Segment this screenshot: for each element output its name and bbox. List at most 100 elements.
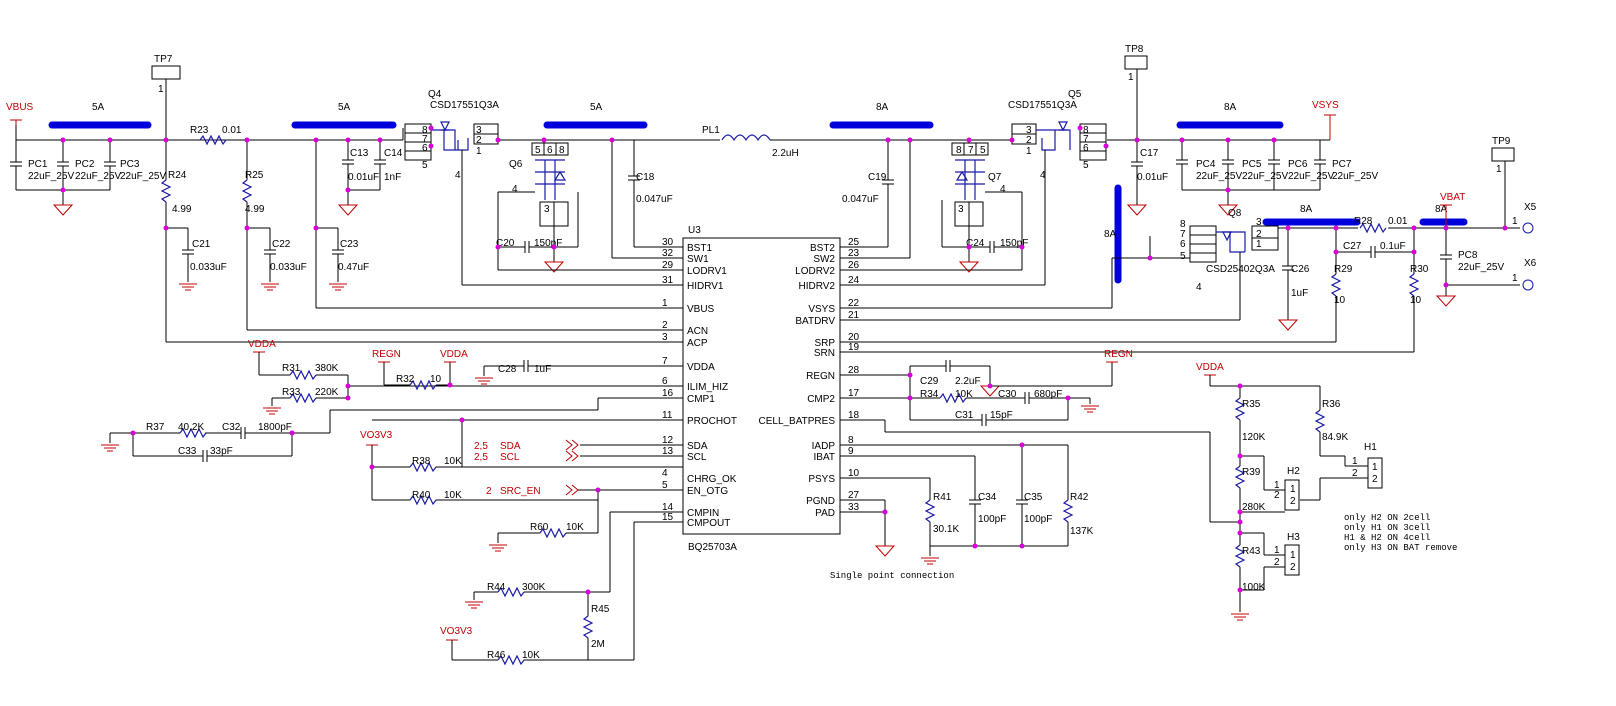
- svg-text:REGN: REGN: [1104, 349, 1133, 360]
- svg-text:R30: R30: [1410, 264, 1429, 275]
- svg-text:150pF: 150pF: [534, 238, 562, 249]
- svg-text:100pF: 100pF: [978, 514, 1006, 525]
- svg-text:1: 1: [1274, 545, 1280, 556]
- svg-text:4: 4: [1040, 170, 1046, 181]
- ic-pin-name: EN_OTG: [687, 486, 728, 497]
- svg-text:SRC_EN: SRC_EN: [500, 486, 541, 497]
- svg-text:150pF: 150pF: [1000, 238, 1028, 249]
- inductor-pl1: PL1 2.2uH: [702, 125, 799, 159]
- svg-text:H2: H2: [1287, 466, 1300, 477]
- svg-text:2,5: 2,5: [474, 441, 488, 452]
- svg-text:Q6: Q6: [509, 159, 523, 170]
- svg-text:0.01: 0.01: [1388, 216, 1408, 227]
- svg-text:R60: R60: [530, 522, 549, 533]
- svg-text:TP7: TP7: [154, 54, 173, 65]
- current-label-3: 5A: [590, 102, 603, 113]
- svg-text:C21: C21: [192, 239, 211, 250]
- ic-pin-number: 7: [662, 356, 668, 367]
- svg-text:8: 8: [956, 145, 962, 156]
- ic-pin-number: 16: [662, 388, 674, 399]
- svg-text:280K: 280K: [1242, 502, 1266, 513]
- svg-text:10K: 10K: [444, 456, 462, 467]
- svg-text:C32: C32: [222, 422, 241, 433]
- ic-pin-name: REGN: [806, 371, 835, 382]
- ic-pin-name: BST2: [810, 243, 835, 254]
- svg-text:1800pF: 1800pF: [258, 422, 292, 433]
- resistor-r30: R30 10: [840, 228, 1429, 353]
- svg-text:6: 6: [422, 143, 428, 154]
- ic-pin-name: SCL: [687, 452, 707, 463]
- svg-text:R37: R37: [146, 422, 165, 433]
- svg-text:C17: C17: [1140, 148, 1159, 159]
- svg-text:C18: C18: [636, 172, 655, 183]
- svg-text:8: 8: [422, 125, 428, 136]
- svg-text:R41: R41: [933, 492, 952, 503]
- ic-pin-name: PAD: [815, 508, 835, 519]
- svg-text:22uF_25V: 22uF_25V: [120, 171, 166, 182]
- capacitors-c13-c14: C13 0.01uF C14 1nF: [338, 140, 403, 216]
- ic-pin-number: 25: [848, 237, 860, 248]
- capacitor-c24: C24 150pF: [941, 200, 1028, 253]
- svg-text:R40: R40: [412, 490, 431, 501]
- svg-text:6: 6: [1083, 143, 1089, 154]
- svg-text:300K: 300K: [522, 582, 546, 593]
- testpoint-tp8: TP8 1: [1124, 44, 1148, 140]
- svg-text:C13: C13: [350, 148, 369, 159]
- ic-u3: U3 BQ25703A 30BST132SW129LODRV131HIDRV11…: [662, 225, 860, 553]
- ic-pin-number: 24: [848, 275, 860, 286]
- svg-text:1: 1: [1496, 164, 1502, 175]
- ic-pin-number: 2: [662, 320, 668, 331]
- svg-text:R35: R35: [1242, 399, 1261, 410]
- cmp1-network: R37 40.2K C32 1800pF C33 33pF: [100, 397, 683, 462]
- ic-pin-number: 14: [662, 502, 674, 513]
- svg-text:Q7: Q7: [988, 172, 1002, 183]
- svg-text:30.1K: 30.1K: [933, 524, 959, 535]
- svg-text:R38: R38: [412, 456, 431, 467]
- svg-text:CSD17551Q3A: CSD17551Q3A: [1008, 100, 1077, 111]
- svg-text:7: 7: [968, 145, 974, 156]
- svg-text:1uF: 1uF: [534, 364, 551, 375]
- svg-text:1: 1: [1256, 239, 1262, 250]
- svg-text:4: 4: [455, 170, 461, 181]
- svg-text:1: 1: [1512, 273, 1518, 284]
- cell-notes: only H2 ON 2cell only H1 ON 3cell H1 & H…: [1344, 513, 1457, 553]
- svg-text:2M: 2M: [591, 639, 605, 650]
- svg-text:CSD25402Q3A: CSD25402Q3A: [1206, 264, 1275, 275]
- ic-pin-name: PSYS: [808, 474, 835, 485]
- svg-text:VO3V3: VO3V3: [440, 626, 473, 637]
- capacitor-c19: C19 0.047uF: [842, 140, 911, 258]
- svg-text:0.01uF: 0.01uF: [1137, 172, 1168, 183]
- net-vbat: VBAT: [1440, 192, 1465, 203]
- svg-text:1: 1: [1026, 146, 1032, 157]
- svg-text:C27: C27: [1343, 241, 1362, 252]
- svg-text:R33: R33: [282, 387, 301, 398]
- svg-text:Q8: Q8: [1228, 208, 1242, 219]
- svg-text:2: 2: [1352, 468, 1358, 479]
- ic-pin-name: ILIM_HIZ: [687, 382, 728, 393]
- svg-text:VDDA: VDDA: [440, 349, 468, 360]
- current-label-4: 8A: [876, 102, 889, 113]
- svg-text:C35: C35: [1024, 492, 1043, 503]
- svg-text:22uF_25V: 22uF_25V: [28, 171, 74, 182]
- svg-text:TP9: TP9: [1492, 136, 1511, 147]
- svg-text:X6: X6: [1524, 258, 1537, 269]
- ic-pin-number: 5: [662, 480, 668, 491]
- svg-text:4: 4: [1196, 282, 1202, 293]
- svg-text:2: 2: [1274, 490, 1280, 501]
- svg-text:C19: C19: [868, 172, 887, 183]
- svg-text:PC5: PC5: [1242, 159, 1262, 170]
- ic-pin-name: CMPIN: [687, 508, 719, 519]
- ic-pin-name: CMP2: [807, 394, 835, 405]
- svg-text:1: 1: [1290, 484, 1296, 495]
- svg-text:VDDA: VDDA: [1196, 362, 1224, 373]
- ic-pin-name: PGND: [806, 496, 835, 507]
- svg-text:100pF: 100pF: [1024, 514, 1052, 525]
- svg-text:C34: C34: [978, 492, 997, 503]
- ic-pin-number: 6: [662, 376, 668, 387]
- svg-text:22uF_25V: 22uF_25V: [1242, 171, 1288, 182]
- svg-text:CSD17551Q3A: CSD17551Q3A: [430, 100, 499, 111]
